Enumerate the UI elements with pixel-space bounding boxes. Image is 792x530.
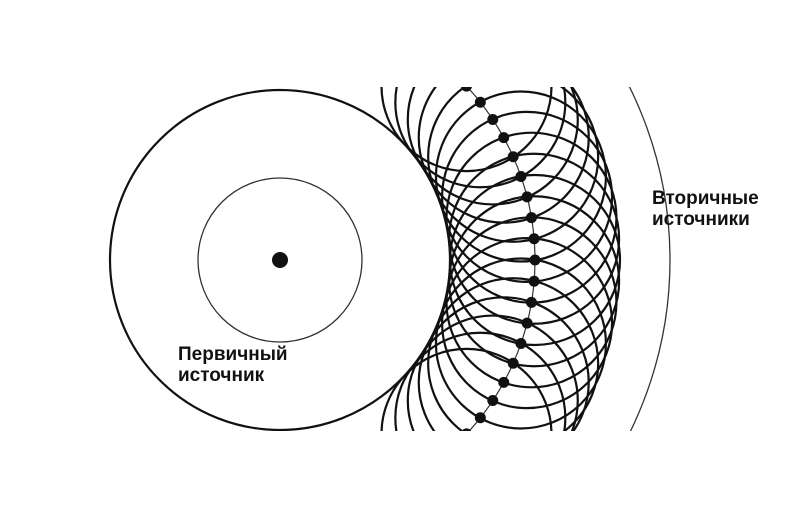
secondary-source-dot xyxy=(525,212,537,224)
wavelet-circle xyxy=(427,87,600,243)
wavelet-circle xyxy=(427,277,600,431)
clipped-wave-group xyxy=(0,0,671,530)
secondary-source-dot xyxy=(487,113,499,125)
secondary-source-dot xyxy=(498,132,510,144)
wavelet-circle xyxy=(434,257,608,430)
secondary-source-dot xyxy=(515,171,527,183)
secondary-source-dot xyxy=(507,151,519,163)
secondary-source-dot xyxy=(529,254,541,266)
wavelet-circle xyxy=(394,87,567,189)
secondary-source-dot xyxy=(474,412,486,424)
secondary-source-dot xyxy=(521,317,533,329)
secondary-label-line-1: Вторичные xyxy=(652,188,759,209)
outer-right-arc xyxy=(628,87,671,431)
secondary-source-dot xyxy=(474,96,486,108)
secondary-source-dot xyxy=(498,376,510,388)
wavelet-circle xyxy=(406,87,579,206)
secondary-source-dot xyxy=(528,275,540,287)
primary-source-dot xyxy=(272,252,288,268)
primary-source-label: Первичный источник xyxy=(178,344,288,386)
secondary-source-arc xyxy=(466,87,536,431)
primary-wavefront-1 xyxy=(197,177,363,343)
secondary-source-dot xyxy=(528,233,540,245)
secondary-source-dot xyxy=(507,357,519,369)
primary-wavefront-2-outline xyxy=(108,88,452,431)
wavelet-circle xyxy=(394,331,567,431)
primary-label-line-2: источник xyxy=(178,365,265,386)
secondary-source-dot xyxy=(525,296,537,308)
secondary-source-dot xyxy=(487,395,499,407)
secondary-sources-label: Вторичные источники xyxy=(652,188,759,230)
wavelet-circle xyxy=(417,296,590,431)
wavelet-circle xyxy=(380,347,553,431)
secondary-source-dot xyxy=(521,191,533,203)
wavelet-circle xyxy=(406,314,579,431)
wavelet-circle xyxy=(380,87,553,173)
secondary-source-dot xyxy=(515,337,527,349)
secondary-label-line-2: источники xyxy=(652,209,750,230)
wavelet-circle xyxy=(440,110,614,283)
secondary-source-dot xyxy=(461,428,472,431)
outer-left-arc xyxy=(0,0,121,530)
primary-label-line-1: Первичный xyxy=(178,344,288,365)
secondary-source-dot xyxy=(461,87,472,92)
